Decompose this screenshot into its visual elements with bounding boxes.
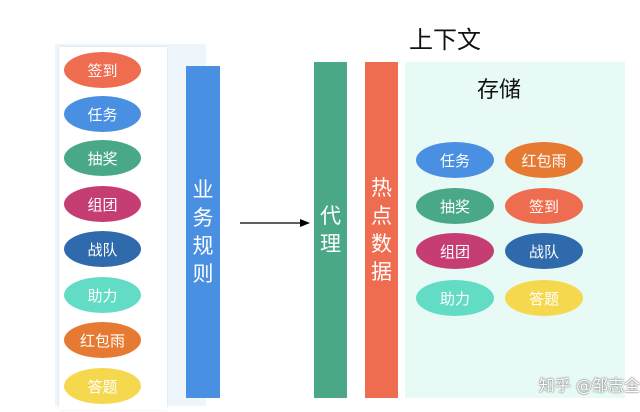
business-rules-char: 业: [192, 178, 214, 202]
proxy-char: 代: [320, 204, 341, 228]
business-rules-char: 务: [192, 206, 214, 230]
pill-label: 签到: [87, 61, 118, 80]
hot-data-char: 据: [371, 260, 392, 284]
storage-pill-quiz: 答题: [505, 280, 583, 316]
storage-pill-sign-in: 签到: [505, 188, 583, 224]
left-pill-group: 组团: [64, 186, 141, 222]
left-pill-red-envelope: 红包雨: [64, 322, 141, 358]
hot-data-char: 数: [371, 232, 392, 256]
pill-label: 答题: [528, 289, 559, 308]
pill-label: 任务: [439, 151, 470, 170]
context-title: 上下文: [409, 26, 481, 54]
hot-data-char: 热: [371, 176, 392, 200]
business-rules-char: 规: [192, 234, 214, 258]
storage-pill-team: 战队: [505, 233, 583, 269]
storage-panel: [405, 62, 625, 398]
proxy-char: 理: [320, 232, 341, 256]
pill-label: 战队: [528, 242, 559, 261]
hot-data-char: 点: [371, 204, 392, 228]
pill-label: 红包雨: [79, 331, 125, 350]
left-pill-lottery: 抽奖: [64, 140, 141, 176]
storage-title: 存储: [476, 78, 521, 103]
left-pill-sign-in: 签到: [64, 52, 141, 88]
storage-pill-red-envelope: 红包雨: [505, 142, 583, 178]
pill-label: 助力: [439, 289, 470, 308]
business-rules-char: 则: [192, 262, 214, 286]
proxy-bar: 代 理: [314, 62, 347, 398]
business-rules-bar: 业 务 规 则: [186, 66, 220, 398]
flow-arrow: [240, 219, 310, 227]
storage-pill-assist: 助力: [416, 280, 494, 316]
pill-label: 助力: [87, 286, 118, 305]
left-pill-quiz: 答题: [64, 368, 141, 404]
storage-pill-task: 任务: [416, 142, 494, 178]
pill-label: 组团: [87, 195, 118, 214]
left-pill-assist: 助力: [64, 277, 141, 313]
hot-data-bar: 热 点 数 据: [365, 62, 398, 398]
pill-label: 抽奖: [439, 197, 470, 216]
watermark: 知乎 @邹志全: [538, 376, 640, 395]
pill-label: 答题: [87, 377, 118, 396]
storage-pill-lottery: 抽奖: [416, 188, 494, 224]
storage-pill-group: 组团: [416, 233, 494, 269]
pill-label: 签到: [528, 197, 559, 216]
pill-label: 组团: [439, 242, 470, 261]
left-pill-task: 任务: [64, 96, 141, 132]
pill-label: 任务: [87, 105, 118, 124]
left-pill-team: 战队: [64, 231, 141, 267]
pill-label: 战队: [87, 240, 118, 259]
pill-label: 红包雨: [521, 151, 567, 170]
pill-label: 抽奖: [87, 149, 118, 168]
